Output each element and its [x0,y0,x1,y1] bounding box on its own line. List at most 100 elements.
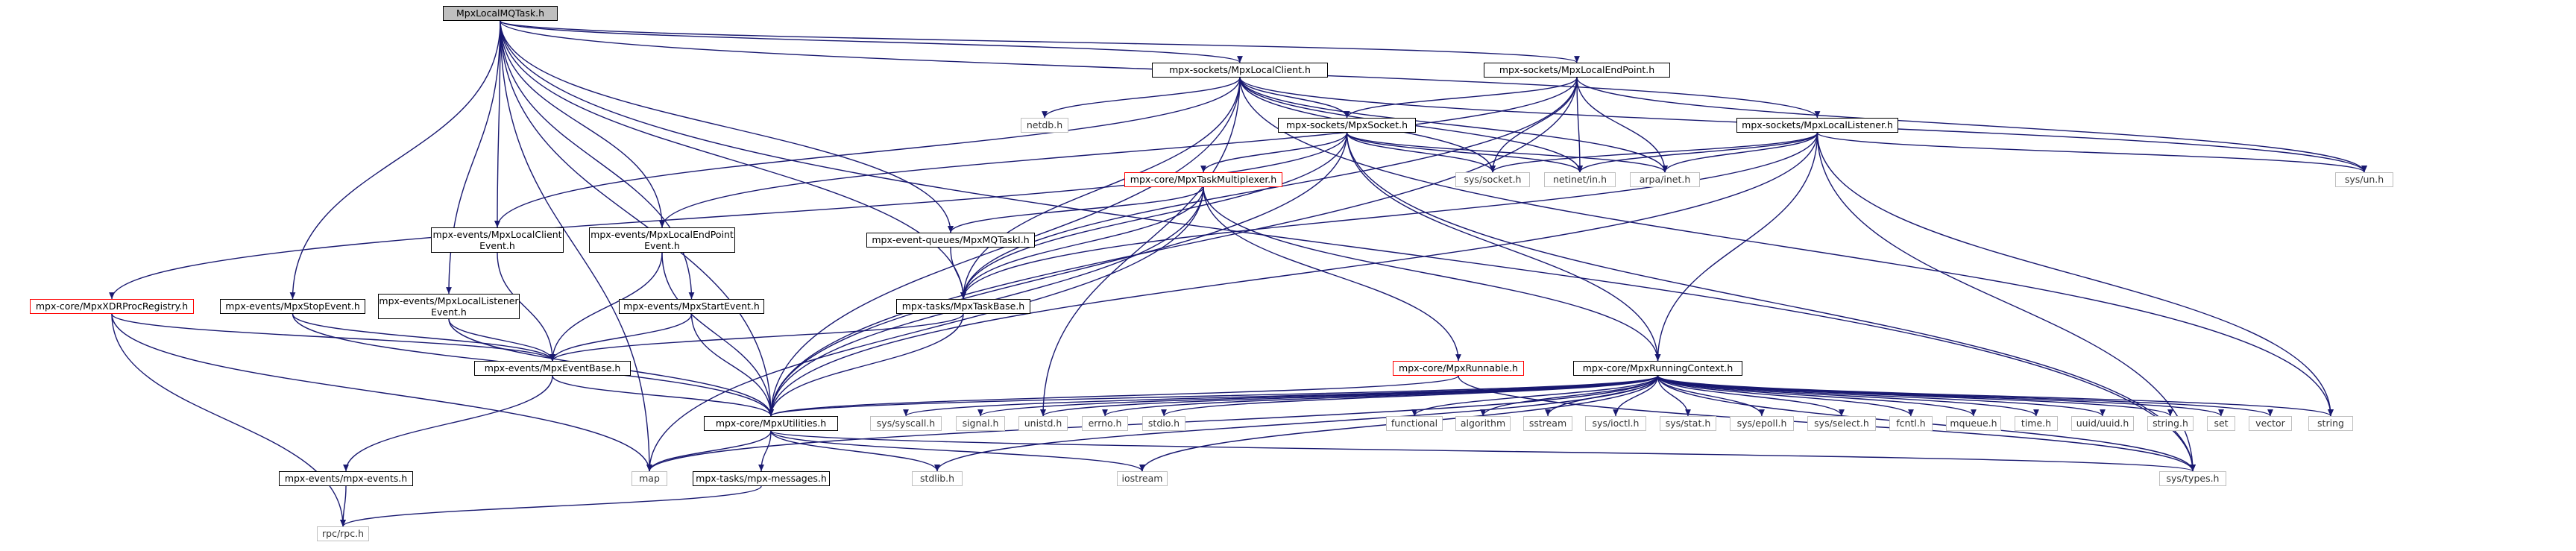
node-mpx-xdr-proc-registry[interactable]: mpx-core/MpxXDRProcRegistry.h [30,299,194,314]
node-label: mpx-core/MpxRunnable.h [1399,362,1518,374]
node-label: sys/types.h [2166,473,2220,484]
node-sys-select[interactable]: sys/select.h [1807,416,1876,431]
node-label: Event.h [431,306,467,318]
node-label: iostream [1121,473,1163,484]
dependency-edge [1657,375,1977,417]
node-algorithm[interactable]: algorithm [1455,416,1511,431]
node-string-h[interactable]: string.h [2147,416,2194,431]
dependency-edge [960,132,1818,300]
node-mpx-events[interactable]: mpx-events/mpx-events.h [279,471,413,486]
node-label: sys/select.h [1814,418,1869,429]
dependency-edge [1576,77,1668,173]
node-label: sys/socket.h [1464,174,1522,185]
node-mpx-task-multiplexer[interactable]: mpx-core/MpxTaskMultiplexer.h [1124,172,1282,187]
node-sys-types[interactable]: sys/types.h [2159,471,2226,486]
node-mpx-running-context[interactable]: mpx-core/MpxRunningContext.h [1573,361,1742,376]
dependency-edge [1654,132,1818,362]
dependency-edge [500,20,1243,63]
dependency-edge [1346,132,1496,173]
node-mpx-event-base[interactable]: mpx-events/MpxEventBase.h [474,361,631,376]
node-sys-epoll[interactable]: sys/epoll.h [1730,416,1794,431]
dependency-edge [1657,375,1845,417]
dependency-edge [552,375,774,417]
node-sstream[interactable]: sstream [1523,416,1572,431]
dependency-edge [446,20,501,295]
dependency-edge [1576,77,2367,173]
node-label: mpx-events/mpx-events.h [284,473,408,484]
node-fcntl[interactable]: fcntl.h [1889,416,1933,431]
dependency-edge [1657,375,2173,417]
node-iostream[interactable]: iostream [1117,471,1168,486]
node-sys-socket[interactable]: sys/socket.h [1455,172,1530,187]
node-mpx-local-client[interactable]: mpx-sockets/MpxLocalClient.h [1152,63,1328,78]
dependency-edge [340,485,762,527]
dependency-edge [960,77,1578,300]
node-mpx-socket[interactable]: mpx-sockets/MpxSocket.h [1278,118,1416,133]
node-sys-un[interactable]: sys/un.h [2335,172,2393,187]
node-label: sys/un.h [2344,174,2384,185]
dependency-edge [1203,186,1661,362]
node-sys-stat[interactable]: sys/stat.h [1660,416,1716,431]
dependency-edge [934,375,1659,472]
node-label: map [639,473,660,484]
node-mpx-start-event[interactable]: mpx-events/MpxStartEvent.h [619,299,764,314]
node-label: mpx-tasks/mpx-messages.h [696,473,827,484]
node-sys-ioctl[interactable]: sys/ioctl.h [1585,416,1646,431]
dependency-edge [494,20,501,228]
node-mpx-utilities[interactable]: mpx-core/MpxUtilities.h [704,416,838,431]
dependency-edge [109,132,1348,300]
node-label: mpx-core/MpxUtilities.h [715,418,827,429]
node-root-file[interactable]: MpxLocalMQTask.h [443,6,558,21]
node-netinet-in[interactable]: netinet/in.h [1544,172,1616,187]
node-mqueue[interactable]: mqueue.h [1946,416,2001,431]
dependency-edge [500,20,2196,472]
node-functional[interactable]: functional [1386,416,1443,431]
dependency-edge [1490,132,1818,173]
node-stdlib[interactable]: stdlib.h [912,471,963,486]
dependency-edge [1657,375,1765,417]
node-netdb[interactable]: netdb.h [1021,118,1068,133]
dependency-edge [770,430,1145,472]
node-rpc[interactable]: rpc/rpc.h [317,526,369,541]
node-vector[interactable]: vector [2249,416,2292,431]
node-label: mqueue.h [1950,418,1997,429]
node-label: string.h [2153,418,2188,429]
node-mpx-local-endpoint[interactable]: mpx-sockets/MpxLocalEndPoint.h [1484,63,1670,78]
dependency-edge [1200,132,1348,173]
dependency-edge [1490,77,1578,173]
dependency-edge [500,20,1580,63]
node-label: MpxLocalMQTask.h [456,7,544,19]
dependency-edge [1657,375,2334,417]
node-sys-syscall[interactable]: sys/syscall.h [870,416,942,431]
node-stdio[interactable]: stdio.h [1142,416,1185,431]
node-map[interactable]: map [632,471,667,486]
node-set[interactable]: set [2207,416,2235,431]
node-errno[interactable]: errno.h [1082,416,1128,431]
dependency-edge [292,313,555,362]
node-label: mpx-tasks/MpxTaskBase.h [901,300,1025,312]
dependency-edge [690,313,774,417]
dependency-edge [500,20,774,417]
node-signal[interactable]: signal.h [956,416,1005,431]
node-label: mpx-events/MpxEventBase.h [484,362,621,374]
dependency-edge [977,375,1659,417]
node-mpx-runnable[interactable]: mpx-core/MpxRunnable.h [1393,361,1524,376]
node-mpx-stop-event[interactable]: mpx-events/MpxStopEvent.h [220,299,365,314]
node-mpx-messages[interactable]: mpx-tasks/mpx-messages.h [693,471,830,486]
node-arpa-inet[interactable]: arpa/inet.h [1630,172,1700,187]
node-time[interactable]: time.h [2015,416,2058,431]
node-mpx-mq-task-i[interactable]: mpx-event-queues/MpxMQTaskI.h [866,233,1035,248]
node-string[interactable]: string [2308,416,2353,431]
dependency-edge [768,313,964,417]
node-label: mpx-events/MpxStartEvent.h [623,300,760,312]
node-unistd[interactable]: unistd.h [1018,416,1068,431]
dependency-edge [111,313,652,472]
node-label: time.h [2021,418,2052,429]
node-uuid[interactable]: uuid/uuid.h [2071,416,2134,431]
node-label: mpx-events/MpxLocalClient [432,229,562,240]
node-mpx-task-base[interactable]: mpx-tasks/MpxTaskBase.h [896,299,1030,314]
node-mpx-local-listener[interactable]: mpx-sockets/MpxLocalListener.h [1736,118,1898,133]
